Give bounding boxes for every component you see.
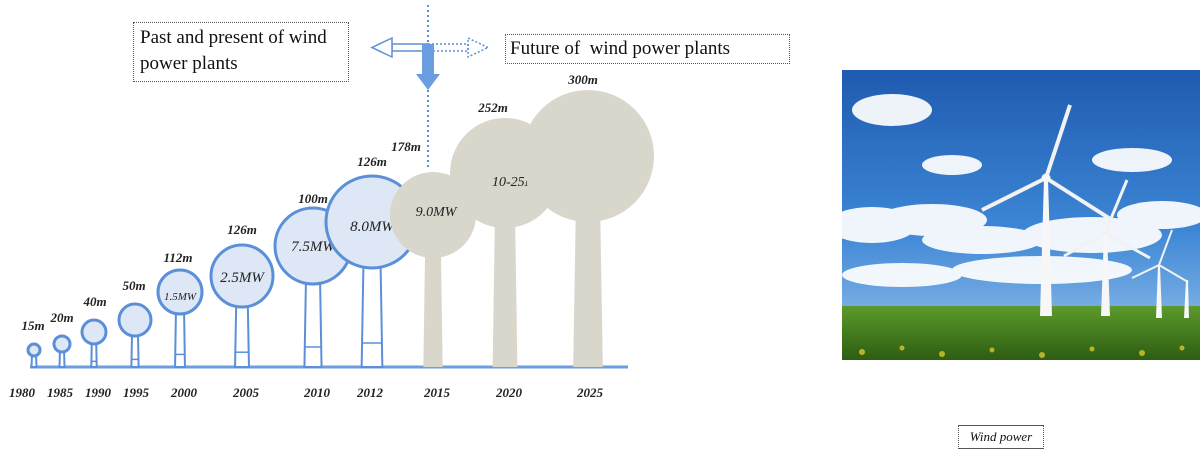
past-present-label: Past and present of wind power plants — [133, 22, 349, 82]
rating-label: 7.5MW — [291, 239, 336, 255]
turbine-2000: 112m 1.5MW 2000 — [156, 250, 204, 400]
rotor-disc — [209, 243, 275, 309]
year-label: 1995 — [123, 385, 150, 400]
year-label: 2015 — [423, 385, 451, 400]
rotor-disc — [117, 302, 153, 338]
rotor-disc — [522, 90, 654, 222]
diameter-label: 126m — [227, 222, 257, 237]
year-label: 2000 — [170, 385, 198, 400]
rotor-disc — [80, 318, 108, 346]
diameter-label: 15m — [21, 318, 44, 333]
year-label: 1985 — [47, 385, 74, 400]
right-arrow-icon — [427, 36, 490, 59]
year-label: 2005 — [232, 385, 260, 400]
diameter-label: 40m — [82, 294, 106, 309]
diameter-label: 300m — [567, 72, 598, 87]
turbine-2025: 300m 2025 — [522, 72, 654, 400]
rating-label: 9.0MW — [416, 205, 458, 220]
year-label: 2025 — [576, 385, 604, 400]
down-arrow-icon — [416, 44, 440, 90]
diameter-label: 112m — [164, 250, 193, 265]
turbine-1990: 40m 1990 — [80, 294, 112, 400]
diameter-label: 50m — [122, 278, 145, 293]
diameter-label: 20m — [49, 310, 73, 325]
wind-turbines-photo — [842, 70, 1200, 360]
year-label: 2012 — [356, 385, 384, 400]
turbine-tower — [423, 238, 443, 367]
year-label: 1990 — [85, 385, 112, 400]
turbine-1980: 15m 1980 — [9, 318, 45, 400]
diameter-label: 178m — [391, 139, 421, 154]
year-label: 1980 — [9, 385, 36, 400]
rating-label: 2.5MW — [220, 270, 265, 286]
rotor-disc — [26, 342, 42, 358]
diameter-label: 100m — [298, 191, 328, 206]
year-label: 2020 — [495, 385, 523, 400]
diameter-label: 252m — [477, 100, 508, 115]
rating-label: 1.5MW — [164, 291, 197, 303]
turbine-1995: 50m 1995 — [117, 278, 153, 400]
turbine-tower — [492, 203, 518, 367]
rotor-disc — [52, 334, 72, 354]
turbine-2005: 126m 2.5MW 2005 — [209, 222, 275, 400]
turbine-1985: 20m 1985 — [47, 310, 74, 400]
turbine-layer: 15m 1980 20m 1985 40m 1990 50m 1995 112m 1.5MW 200… — [9, 72, 654, 400]
turbine-growth-diagram: 15m 1980 20m 1985 40m 1990 50m 1995 112m 1.5MW 200… — [9, 5, 654, 400]
photo-caption: Wind power — [958, 425, 1044, 449]
rating-label: 8.0MW — [350, 219, 395, 235]
year-label: 2010 — [303, 385, 331, 400]
rotor-disc — [156, 268, 204, 316]
diameter-label: 126m — [357, 154, 387, 169]
turbine-tower — [573, 192, 603, 367]
future-label: Future of wind power plants — [505, 34, 790, 64]
left-arrow-icon — [370, 36, 429, 59]
